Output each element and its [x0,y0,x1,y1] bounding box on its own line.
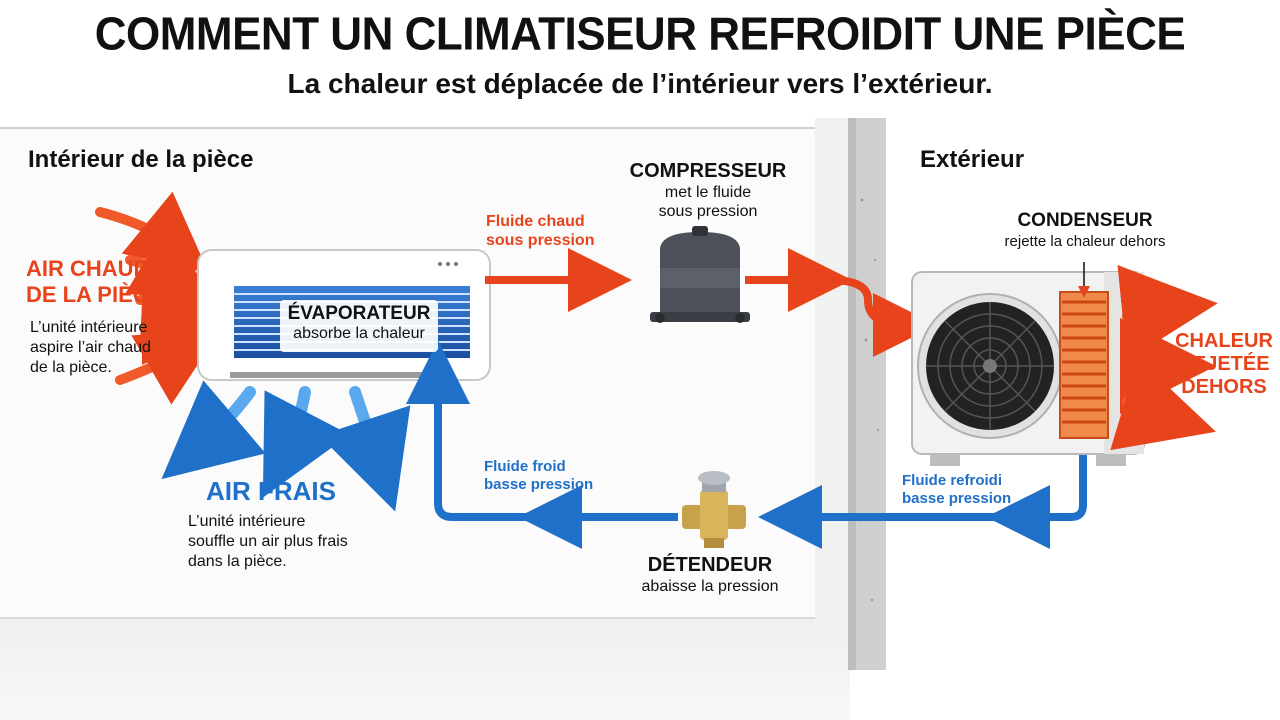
cooled-fluid-line1: Fluide refroidi [902,472,1003,489]
condenser-subtitle: rejette la chaleur dehors [1004,233,1166,250]
inside-section-label: Intérieur de la pièce [28,146,254,173]
hot-fluid-line2: sous pression [486,232,595,249]
hot-fluid-label: Fluide chaud sous pression [486,212,594,250]
cold-refrigerant-line [406,340,1087,549]
compressor [650,226,750,323]
page-subtitle: La chaleur est déplacée de l’intérieur v… [287,68,993,99]
cooled-fluid-line2: basse pression [902,490,1012,507]
cold-fluid-label: Fluide froid basse pression [484,458,593,494]
warm-air-note-line1: L’unité intérieure [30,319,148,336]
warm-air-note-line2: aspire l’air chaud [30,339,151,356]
compressor-title: COMPRESSEUR [629,160,787,182]
cold-fluid-line1: Fluide froid [484,458,566,475]
hot-fluid-line1: Fluide chaud [486,213,585,230]
outdoor-unit [911,262,1145,466]
compressor-label: COMPRESSEUR met le fluide sous pression [618,160,798,221]
heat-out-line2: REJETÉE [1178,353,1270,375]
cool-air-title: AIR FRAIS [206,476,336,506]
cooled-fluid-label: Fluide refroidi basse pression [902,472,1011,508]
condenser-title: CONDENSEUR [1017,210,1153,231]
warm-air-title-line2: DE LA PIÈCE [26,282,164,307]
expansion-valve-label: DÉTENDEUR abaisse la pression [610,554,810,596]
evaporator-label: ÉVAPORATEUR absorbe la chaleur [280,300,438,352]
page-title: COMMENT UN CLIMATISEUR REFROIDIT UNE PIÈ… [94,8,1186,61]
cool-air-arrows [161,380,411,512]
heat-out-line1: CHALEUR [1175,330,1273,352]
heat-out-arrows [1110,265,1218,451]
warm-air-note: L’unité intérieure aspire l’air chaud de… [30,318,151,378]
evaporator-subtitle: absorbe la chaleur [293,325,425,342]
cool-air-note-line1: L’unité intérieure [188,513,306,530]
evaporator-title: ÉVAPORATEUR [287,303,431,324]
expansion-valve-subtitle: abaisse la pression [641,578,779,595]
warm-air-title-line1: AIR CHAUD [26,256,150,281]
condenser-label: CONDENSEUR rejette la chaleur dehors [960,210,1210,251]
expansion-valve [682,471,746,548]
heat-out-line3: DEHORS [1181,376,1267,398]
warm-air-title: AIR CHAUD DE LA PIÈCE [26,256,163,308]
warm-air-note-line3: de la pièce. [30,359,112,376]
cold-fluid-line2: basse pression [484,476,594,493]
exterior-wall [848,118,886,670]
heat-out-label: CHALEUR REJETÉE DEHORS [1172,330,1276,399]
cool-air-note-line2: souffle un air plus frais [188,533,348,550]
cool-air-note-line3: dans la pièce. [188,553,287,570]
compressor-subtitle-line1: met le fluide [664,184,752,201]
compressor-subtitle-line2: sous pression [658,203,758,220]
warm-air-arrows [95,191,222,405]
hot-refrigerant-line [485,248,937,357]
cool-air-note: L’unité intérieure souffle un air plus f… [188,512,348,572]
expansion-valve-title: DÉTENDEUR [647,554,773,576]
outside-section-label: Extérieur [920,146,1025,173]
